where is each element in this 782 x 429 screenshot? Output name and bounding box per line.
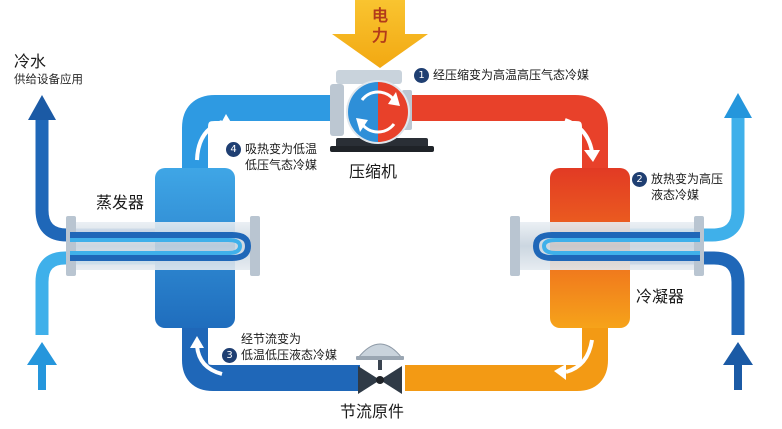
pipe-suction: [182, 95, 340, 180]
flow-arrow-icon: [190, 336, 204, 348]
evaporator-flange-left: [66, 216, 76, 276]
evaporator-label: 蒸发器: [96, 193, 145, 212]
rotation-arrow-icon: [388, 92, 400, 106]
pipe-liquid-cold: [182, 320, 360, 391]
flow-arrow-icon: [219, 114, 232, 127]
step-4-text-line2: 低压气态冷媒: [245, 157, 318, 172]
flow-arrow-icon: [195, 345, 223, 376]
power-arrow-icon: [332, 0, 428, 68]
step-2: 2 放热变为高压 液态冷媒: [632, 172, 723, 203]
condenser-flange-left: [510, 216, 520, 276]
condenser-coil: [532, 232, 700, 261]
step-3: 经节流变为 3 低温低压液态冷媒: [222, 332, 337, 363]
step-1: 1 经压缩变为高温高压气态冷媒: [414, 68, 589, 84]
compressor-label: 压缩机: [349, 162, 398, 181]
step-4-number: 4: [226, 142, 241, 157]
rotation-arrow-icon: [360, 90, 396, 101]
rotation-arrow-icon: [360, 123, 396, 134]
pipe-liquid-hot: [405, 320, 608, 391]
step-2-text-line2: 液态冷媒: [651, 187, 700, 202]
step-2-number: 2: [632, 172, 647, 187]
evaporator-coil: [70, 232, 252, 261]
condenser-coil: [541, 238, 700, 255]
pipe-discharge: [400, 95, 608, 180]
power-label: 电 力: [360, 6, 400, 46]
water-in-pipe-right: [620, 251, 745, 335]
water-out-pipe-right: [620, 112, 745, 242]
step-1-number: 1: [414, 68, 429, 83]
compressor-unit: [330, 70, 434, 152]
evaporator-flange-right: [250, 216, 260, 276]
water-in-arrow-icon: [723, 342, 753, 390]
step-1-text: 经压缩变为高温高压气态冷媒: [433, 68, 590, 82]
cold-water-subtitle: 供给设备应用: [14, 72, 83, 86]
step-3-text-line2: 低温低压液态冷媒: [241, 347, 338, 362]
cold-water-title: 冷水: [14, 52, 47, 71]
condenser-label: 冷凝器: [636, 287, 685, 306]
evaporator-tube: [70, 222, 255, 270]
flow-arrow-icon: [564, 118, 594, 153]
cold-water-arrow-icon: [28, 95, 56, 120]
flow-arrow-icon: [554, 364, 566, 380]
power-label-line2: 力: [371, 26, 388, 45]
step-2-text-line1: 放热变为高压: [651, 172, 724, 186]
water-out-arrow-icon: [724, 93, 752, 118]
step-3-text-line1: 经节流变为: [241, 332, 302, 346]
evaporator-coil: [70, 238, 243, 255]
cold-water-label: 冷水 供给设备应用: [14, 52, 83, 86]
step-4-text-line1: 吸热变为低温: [245, 142, 318, 156]
flow-arrow-icon: [584, 150, 600, 162]
cold-water-pipe-left-outer: [35, 110, 160, 242]
flow-arrow-icon: [195, 120, 223, 161]
flow-arrow-icon: [565, 339, 594, 374]
condenser-flange-right: [694, 216, 704, 276]
power-label-line1: 电: [371, 6, 388, 25]
rotation-arrow-icon: [356, 118, 368, 132]
water-in-arrow-icon: [27, 342, 57, 390]
throttle-label: 节流原件: [340, 402, 405, 421]
water-in-pipe-left: [35, 251, 160, 335]
step-3-number: 3: [222, 347, 237, 363]
throttle-valve: [356, 343, 404, 394]
step-4: 4 吸热变为低温 低压气态冷媒: [226, 142, 317, 173]
